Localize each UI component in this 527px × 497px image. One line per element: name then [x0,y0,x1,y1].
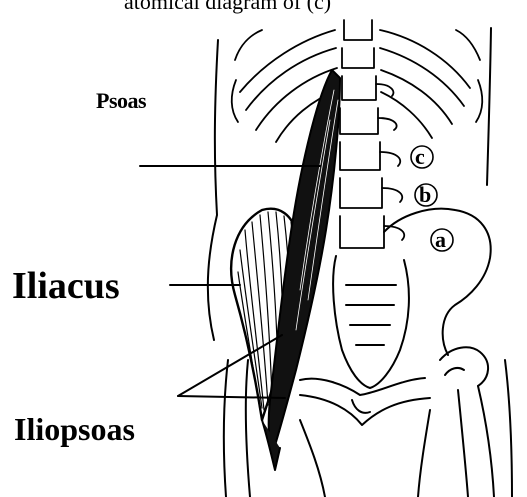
marker-b: b [419,182,431,207]
marker-c: c [415,144,425,169]
marker-a: a [435,227,446,252]
left-femur [246,360,250,497]
pelvis [300,209,491,497]
right-femur [440,347,494,497]
spine [340,20,404,248]
psoas-muscle [262,70,340,470]
ribcage [232,30,483,142]
torso-outline [208,28,512,497]
